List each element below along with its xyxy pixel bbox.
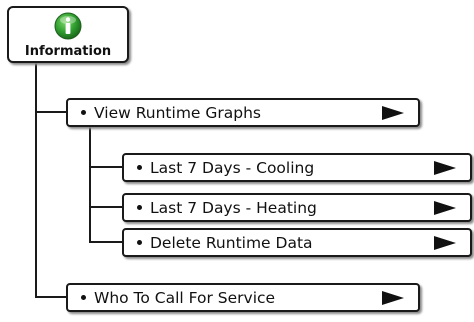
bullet-icon <box>137 205 142 210</box>
view-runtime-graphs-button[interactable]: View Runtime Graphs <box>66 98 420 127</box>
view-runtime-graphs-label: View Runtime Graphs <box>94 103 261 122</box>
play-arrow-icon <box>382 106 404 120</box>
info-icon <box>54 12 82 40</box>
delete-runtime-data-label: Delete Runtime Data <box>150 233 313 252</box>
information-label: Information <box>24 44 112 59</box>
bullet-icon <box>137 240 142 245</box>
who-to-call-for-service-label: Who To Call For Service <box>94 288 276 307</box>
play-arrow-icon <box>434 161 456 175</box>
last-7-days-cooling-label: Last 7 Days - Cooling <box>150 158 315 177</box>
bullet-icon <box>81 295 86 300</box>
delete-runtime-data-button[interactable]: Delete Runtime Data <box>122 228 472 257</box>
last-7-days-heating-button[interactable]: Last 7 Days - Heating <box>122 193 472 222</box>
play-arrow-icon <box>434 236 456 250</box>
information-box[interactable]: Information <box>7 6 129 63</box>
play-arrow-icon <box>434 201 456 215</box>
last-7-days-cooling-button[interactable]: Last 7 Days - Cooling <box>122 153 472 182</box>
play-arrow-icon <box>382 291 404 305</box>
last-7-days-heating-label: Last 7 Days - Heating <box>150 198 317 217</box>
who-to-call-for-service-button[interactable]: Who To Call For Service <box>66 283 420 312</box>
bullet-icon <box>81 110 86 115</box>
bullet-icon <box>137 165 142 170</box>
